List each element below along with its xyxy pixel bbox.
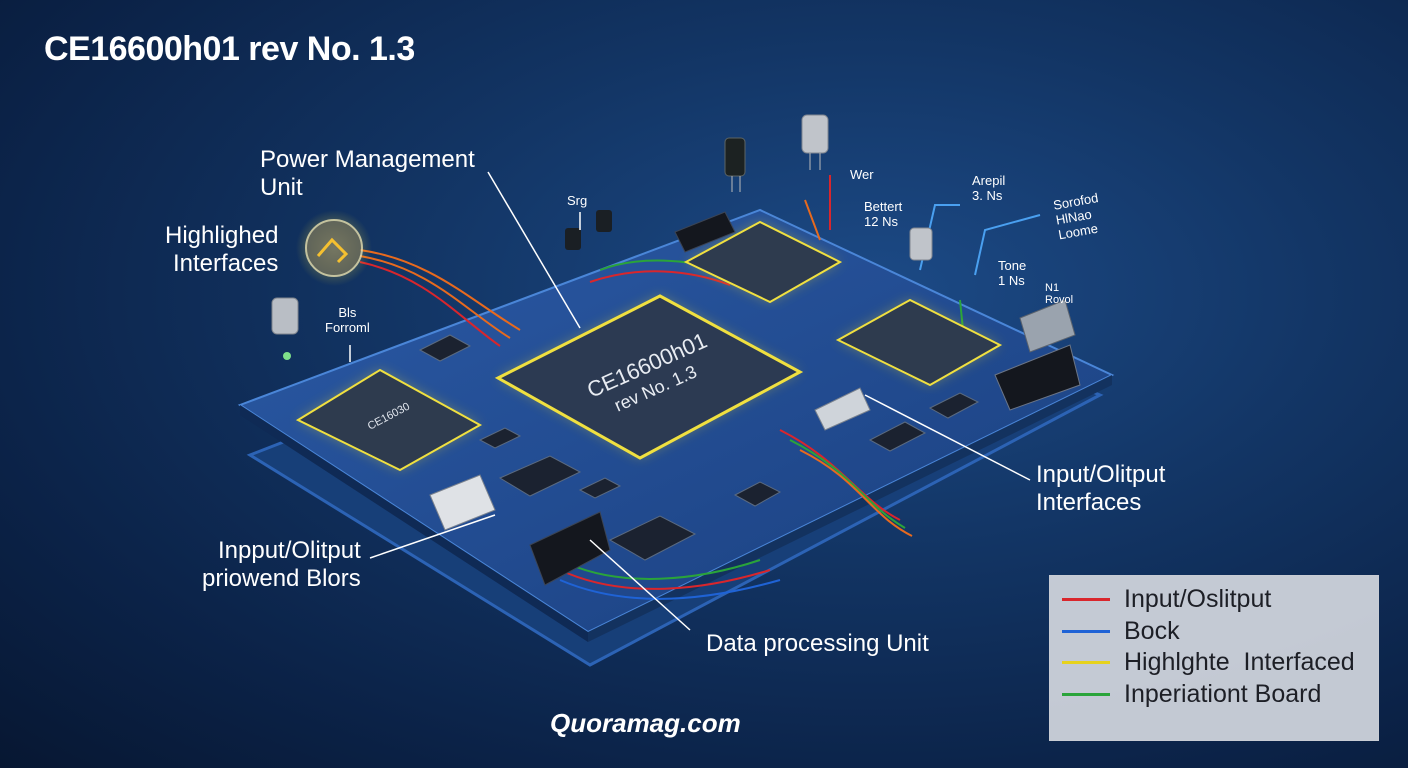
callout-io-interfaces-line2: Interfaces — [1036, 489, 1142, 516]
other-components — [418, 334, 980, 561]
switch-block — [814, 387, 871, 431]
callout-power-management-line2: Unit — [260, 174, 303, 201]
highlighted-interface-lens — [296, 210, 372, 286]
label-n1: N1 Rovol — [1045, 282, 1073, 306]
label-n1-line1: N1 — [1045, 282, 1060, 294]
label-bettert-line1: Bettert — [864, 199, 903, 214]
legend-item: Input/Oslitput — [1062, 584, 1271, 614]
callout-power-management-line1: Power Management — [260, 146, 475, 173]
callout-io-blocks-line1: Inpput/Olitput — [217, 537, 361, 564]
callout-io-blocks-line2: priowend Blors — [202, 565, 361, 592]
watermark: Quoramag.com — [550, 708, 741, 738]
label-arepil: Arepil 3. Ns — [972, 173, 1005, 203]
connector-io — [529, 511, 611, 586]
legend-swatch — [1062, 692, 1110, 696]
label-tone-line2: 1 Ns — [998, 273, 1025, 288]
main-processor: CE16600h01 rev No. 1.3 — [494, 294, 804, 460]
label-bls: Bls Forroml — [325, 305, 370, 335]
callout-data-processing: Data processing Unit — [706, 630, 929, 657]
legend-swatch — [1062, 629, 1110, 633]
label-bettert: Bettert 12 Ns — [864, 199, 902, 229]
label-n1-line2: Rovol — [1045, 294, 1074, 306]
label-bettert-line2: 12 Ns — [864, 214, 898, 229]
callout-highlighted-interfaces-line1: Highlighed — [165, 222, 279, 249]
pcb-edge-right — [588, 375, 1112, 642]
pcb-edge — [240, 405, 588, 642]
label-tone-line1: Tone — [998, 258, 1027, 273]
highlighted-chip-right — [835, 298, 1003, 387]
label-bls-line1: Bls — [338, 305, 357, 320]
connector-db — [994, 344, 1081, 411]
label-sorofod: Sorofod HlNao Loome — [1052, 190, 1105, 242]
label-arepil-line2: 3. Ns — [972, 188, 1003, 203]
connector-usb — [1019, 299, 1076, 353]
legend-label: Bock — [1124, 616, 1180, 645]
legend-item: Highlghte Interfaced — [1062, 647, 1355, 677]
page-title: CE16600h01 rev No. 1.3 — [44, 30, 415, 68]
legend: Input/Oslitput Bock Highlghte Interfaced… — [1049, 575, 1379, 741]
label-wer: Wer — [850, 167, 874, 182]
callout-input-output-blocks: Inpput/Olitput priowend Blors — [202, 537, 361, 593]
label-srg: Srg — [567, 193, 588, 208]
legend-item: Bock — [1062, 616, 1180, 646]
highlighted-chip-left: CE16030 — [295, 368, 483, 472]
legend-swatch — [1062, 597, 1110, 601]
legend-swatch — [1062, 660, 1110, 664]
callout-input-output-interfaces: Input/Olitput Interfaces — [1036, 461, 1165, 517]
label-bls-line2: Forroml — [325, 320, 370, 335]
connector-top — [674, 211, 736, 253]
legend-label: Highlghte Interfaced — [1124, 647, 1355, 676]
legend-label: Input/Oslitput — [1124, 584, 1272, 613]
callout-highlighted-interfaces: Highlighed Interfaces — [165, 222, 278, 278]
leader-lines — [349, 171, 1031, 631]
legend-item: Inperiationt Board — [1062, 679, 1321, 709]
terminal-block — [429, 474, 496, 531]
capacitors — [271, 114, 933, 360]
legend-label: Inperiationt Board — [1124, 679, 1322, 708]
label-tone: Tone 1 Ns — [998, 258, 1026, 288]
callout-highlighted-interfaces-line2: Interfaces — [173, 250, 279, 277]
callout-power-management: Power Management Unit — [260, 146, 475, 202]
callout-io-interfaces-line1: Input/Olitput — [1036, 461, 1166, 488]
highlighted-chip-top — [683, 220, 843, 304]
label-arepil-line1: Arepil — [972, 173, 1006, 188]
